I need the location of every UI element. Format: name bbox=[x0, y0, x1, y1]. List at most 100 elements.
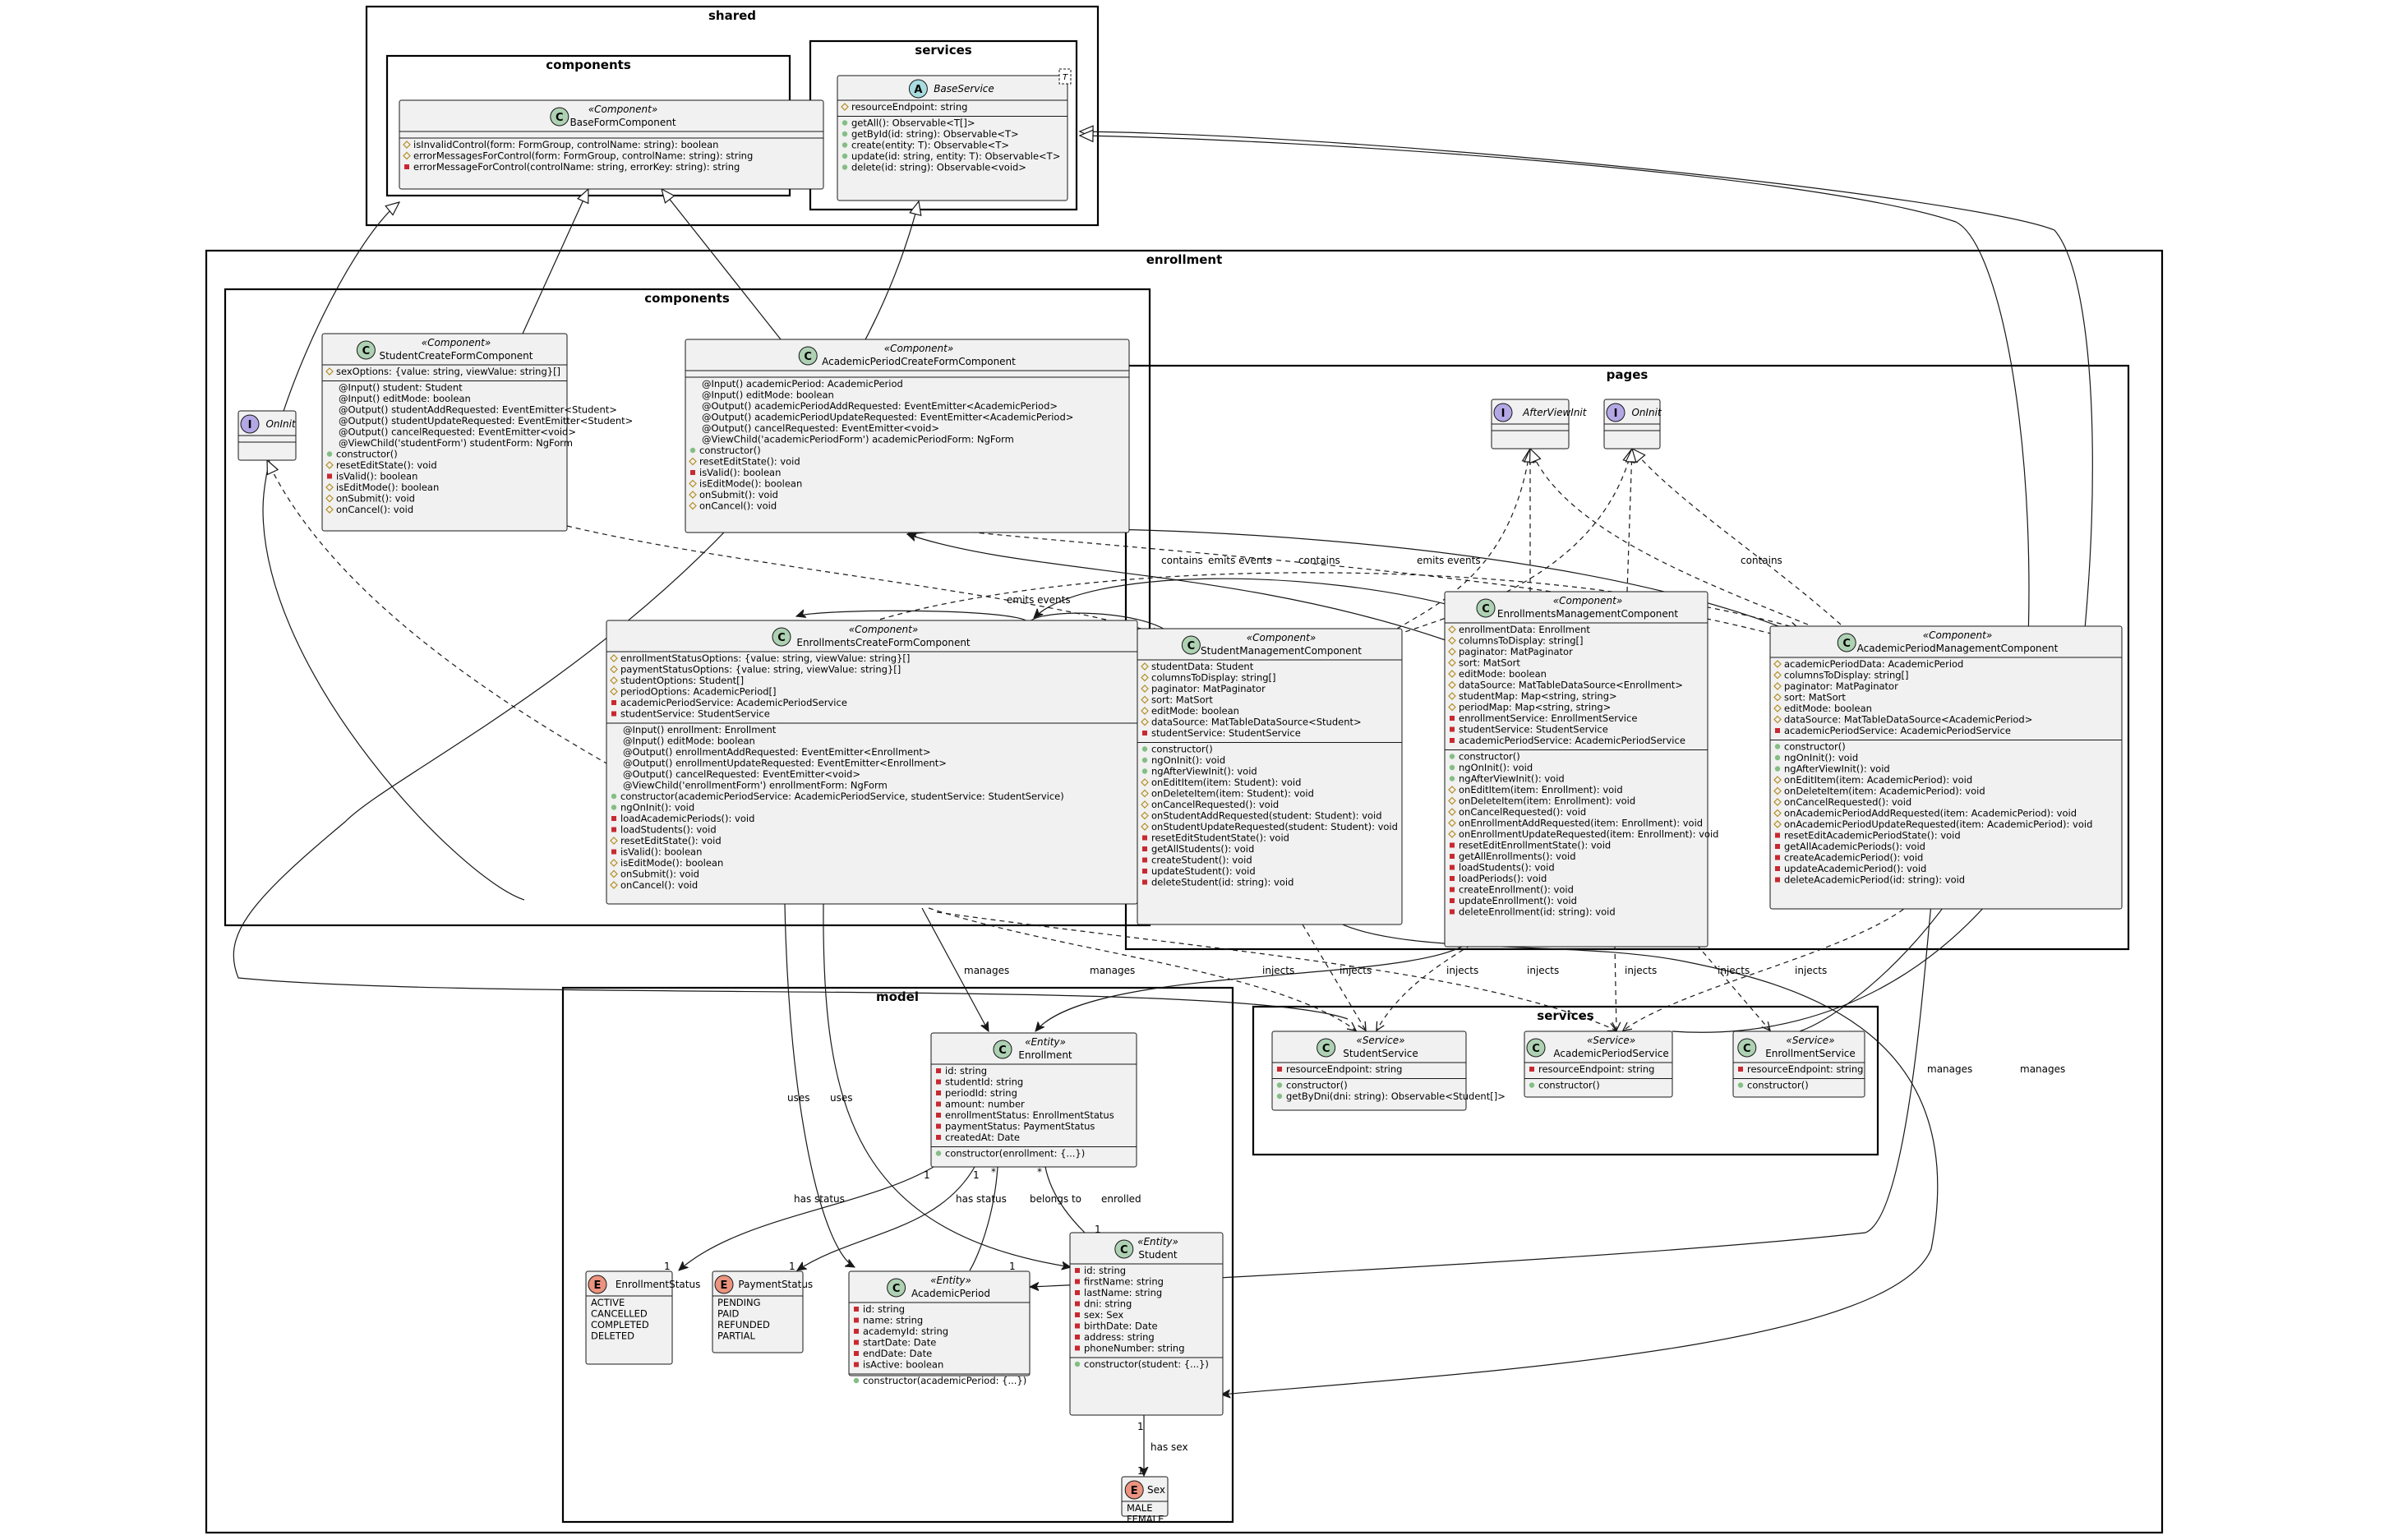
class-field: amount: number bbox=[945, 1099, 1025, 1110]
class-method: @Output() cancelRequested: EventEmitter<… bbox=[623, 768, 860, 780]
protected-visibility-icon bbox=[1448, 692, 1456, 700]
class-name: OnInit bbox=[265, 418, 297, 430]
private-visibility-icon bbox=[690, 470, 695, 475]
class-method: constructor() bbox=[1747, 1080, 1809, 1091]
class-field: paymentStatusOptions: {value: string, vi… bbox=[620, 664, 901, 675]
class-stereotype: «Component» bbox=[1247, 632, 1316, 643]
class-field: paginator: MatPaginator bbox=[1151, 683, 1266, 694]
protected-visibility-icon bbox=[1141, 717, 1149, 726]
class-method: @Input() student: Student bbox=[339, 382, 463, 394]
class-field: FEMALE bbox=[1127, 1514, 1164, 1525]
class-field: id: string bbox=[863, 1303, 905, 1315]
protected-visibility-icon bbox=[610, 654, 618, 662]
public-visibility-icon bbox=[1276, 1093, 1283, 1100]
private-visibility-icon bbox=[1450, 842, 1455, 848]
class-name: AfterViewInit bbox=[1522, 407, 1588, 418]
class-spot-icon: C bbox=[1837, 633, 1856, 652]
class-box bbox=[1732, 1031, 1865, 1098]
class-field: sort: MatSort bbox=[1784, 692, 1846, 703]
svg-text:C: C bbox=[1482, 603, 1490, 616]
class-stereotype: «Service» bbox=[1356, 1035, 1404, 1046]
class-name: AcademicPeriodManagementComponent bbox=[1857, 643, 2059, 654]
class-method: onDeleteItem(item: Enrollment): void bbox=[1459, 795, 1635, 807]
protected-visibility-icon bbox=[325, 483, 334, 491]
private-visibility-icon bbox=[1450, 854, 1455, 859]
class-method: onSubmit(): void bbox=[620, 869, 699, 880]
class-method: create(entity: T): Observable<T> bbox=[851, 140, 1009, 151]
protected-visibility-icon bbox=[1448, 670, 1456, 678]
class-field: resourceEndpoint: string bbox=[851, 101, 967, 113]
class-method: update(id: string, entity: T): Observabl… bbox=[851, 150, 1060, 162]
class-method: onEditItem(item: AcademicPeriod): void bbox=[1784, 774, 1972, 786]
private-visibility-icon bbox=[1277, 1067, 1282, 1072]
svg-text:C: C bbox=[892, 1283, 901, 1295]
private-visibility-icon bbox=[1075, 1268, 1080, 1273]
class-student-management-component: C«Component»StudentManagementComponentst… bbox=[1137, 628, 1403, 925]
enum-spot-icon: E bbox=[588, 1275, 607, 1294]
protected-visibility-icon bbox=[403, 151, 411, 160]
rel-implements-period-oninit bbox=[1632, 449, 1842, 625]
protected-visibility-icon bbox=[1141, 789, 1149, 798]
public-visibility-icon bbox=[611, 805, 617, 810]
protected-visibility-icon bbox=[1141, 707, 1149, 715]
class-method: isValid(): boolean bbox=[699, 467, 781, 478]
class-method: onCancelRequested(): void bbox=[1459, 806, 1586, 818]
protected-visibility-icon bbox=[1773, 776, 1782, 784]
label-injects-7: injects bbox=[1795, 965, 1827, 976]
class-method: @Output() cancelRequested: EventEmitter<… bbox=[702, 422, 939, 434]
class-name: StudentManagementComponent bbox=[1201, 645, 1362, 657]
private-visibility-icon bbox=[936, 1068, 941, 1073]
mult-4: 1 bbox=[789, 1261, 795, 1272]
class-field: academicPeriodService: AcademicPeriodSer… bbox=[1784, 725, 2011, 736]
private-visibility-icon bbox=[611, 827, 616, 832]
class-stereotype: «Entity» bbox=[1137, 1236, 1178, 1247]
protected-visibility-icon bbox=[403, 141, 411, 149]
label-uses-1: uses bbox=[787, 1092, 810, 1104]
protected-visibility-icon bbox=[1448, 796, 1456, 805]
private-visibility-icon bbox=[854, 1339, 859, 1345]
class-method: constructor() bbox=[1151, 744, 1213, 755]
class-field: CANCELLED bbox=[591, 1308, 648, 1320]
class-field: dataSource: MatTableDataSource<Enrollmen… bbox=[1459, 680, 1683, 691]
protected-visibility-icon bbox=[1141, 673, 1149, 682]
class-method: loadPeriods(): void bbox=[1459, 873, 1547, 884]
protected-visibility-icon bbox=[325, 494, 334, 503]
private-visibility-icon bbox=[1142, 846, 1147, 851]
private-visibility-icon bbox=[611, 816, 616, 821]
class-method: getAll(): Observable<T[]> bbox=[851, 118, 975, 129]
class-box bbox=[1069, 1232, 1224, 1416]
public-visibility-icon bbox=[1774, 754, 1781, 761]
protected-visibility-icon bbox=[1773, 693, 1782, 702]
label-emits-events-2: emits events bbox=[1417, 555, 1481, 566]
private-visibility-icon bbox=[1075, 1279, 1080, 1284]
class-method: constructor() bbox=[1286, 1080, 1348, 1091]
private-visibility-icon bbox=[1450, 738, 1455, 743]
public-visibility-icon bbox=[1774, 766, 1781, 772]
private-visibility-icon bbox=[1075, 1301, 1080, 1307]
protected-visibility-icon bbox=[689, 491, 697, 499]
class-method: @Input() editMode: boolean bbox=[623, 735, 755, 747]
public-visibility-icon bbox=[1141, 746, 1148, 752]
class-field: studentMap: Map<string, string> bbox=[1459, 690, 1617, 702]
label-has-sex: has sex bbox=[1150, 1441, 1188, 1453]
class-field: editMode: boolean bbox=[1784, 703, 1872, 714]
class-name: Student bbox=[1138, 1249, 1178, 1261]
class-box bbox=[1137, 628, 1403, 925]
class-method: onDeleteItem(item: AcademicPeriod): void bbox=[1784, 786, 1985, 797]
class-method: getAllAcademicPeriods(): void bbox=[1784, 841, 1925, 852]
protected-visibility-icon bbox=[1773, 786, 1782, 795]
protected-visibility-icon bbox=[1448, 703, 1456, 712]
class-method: getByDni(dni: string): Observable<Studen… bbox=[1286, 1090, 1506, 1102]
svg-text:A: A bbox=[914, 84, 922, 96]
private-visibility-icon bbox=[1738, 1067, 1743, 1072]
label-manages-4: manages bbox=[2020, 1063, 2065, 1075]
class-method: @ViewChild('enrollmentForm') enrollmentF… bbox=[623, 780, 888, 791]
private-visibility-icon bbox=[1450, 726, 1455, 732]
class-method: @Input() editMode: boolean bbox=[339, 393, 471, 404]
class-method: onCancel(): void bbox=[620, 879, 698, 891]
private-visibility-icon bbox=[1142, 835, 1147, 841]
class-stereotype: «Component» bbox=[588, 104, 657, 115]
